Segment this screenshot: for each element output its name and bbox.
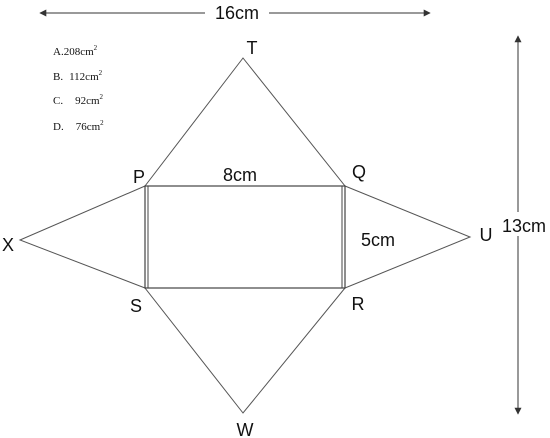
width-dimension-label: 16cm <box>215 3 259 23</box>
option-a: A.208cm2 <box>53 44 98 58</box>
vertex-label-q: Q <box>352 162 366 182</box>
height-dimension-label: 13cm <box>502 216 546 236</box>
vertex-label-p: P <box>133 167 145 187</box>
option-c: C.92cm2 <box>53 93 104 107</box>
vertex-label-s: S <box>130 296 142 316</box>
option-d: D.76cm2 <box>53 119 104 133</box>
rectangle-width-label: 5cm <box>361 230 395 250</box>
rectangle-length-label: 8cm <box>223 165 257 185</box>
vertex-label-w: W <box>237 420 254 438</box>
triangle-bottom <box>143 287 347 414</box>
vertex-label-r: R <box>352 294 365 314</box>
option-b: B.112cm2 <box>53 69 103 83</box>
vertex-label-t: T <box>247 38 258 58</box>
vertex-label-u: U <box>480 225 493 245</box>
center-rectangle <box>144 185 346 289</box>
vertex-label-x: X <box>2 235 14 255</box>
answer-options: A.208cm2 B.112cm2 C.92cm2 D.76cm2 <box>53 44 104 133</box>
triangle-left <box>18 185 146 289</box>
